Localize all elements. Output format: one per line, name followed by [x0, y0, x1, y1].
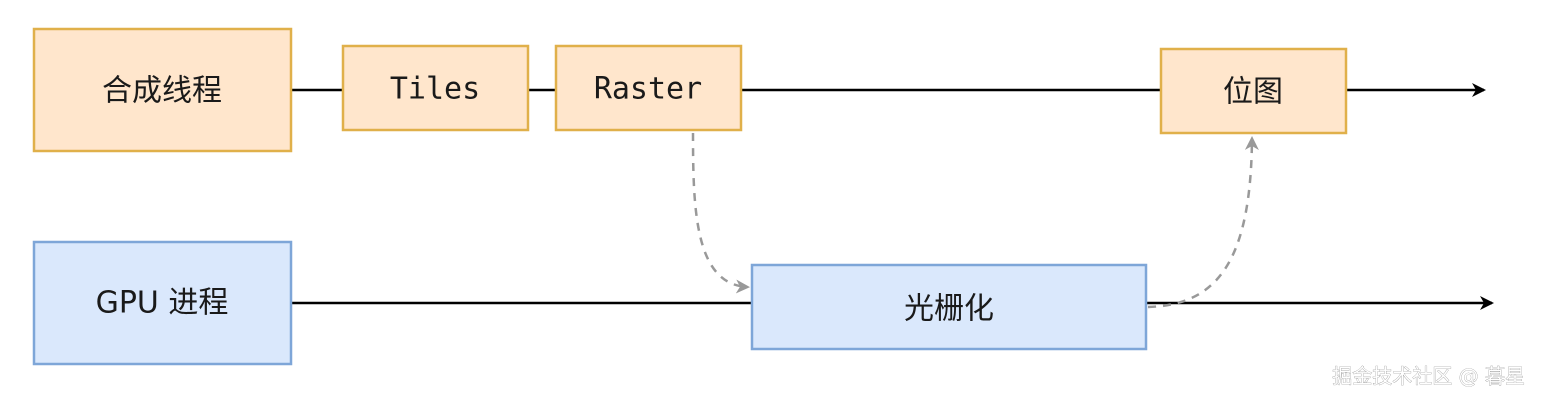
raster-box: Raster	[554, 44, 743, 132]
compositor-thread-label: 合成线程	[102, 74, 222, 109]
gpu-process-label: GPU 进程	[96, 286, 229, 321]
bitmap-label: 位图	[1223, 75, 1283, 110]
raster-label: Raster	[594, 72, 702, 107]
raster-to-rasterize-arrow	[691, 132, 750, 294]
tiles-box: Tiles	[341, 44, 530, 132]
watermark-text: 掘金技术社区 @ 暮星	[1332, 364, 1525, 388]
rasterize-box: 光栅化	[750, 263, 1148, 351]
compositor-thread-box: 合成线程	[32, 27, 293, 153]
tiles-label: Tiles	[390, 72, 480, 107]
rasterize-to-bitmap-arrow	[1147, 136, 1259, 309]
bitmap-box: 位图	[1159, 47, 1348, 135]
gpu-process-box: GPU 进程	[32, 240, 293, 366]
rasterize-label: 光栅化	[904, 292, 994, 327]
